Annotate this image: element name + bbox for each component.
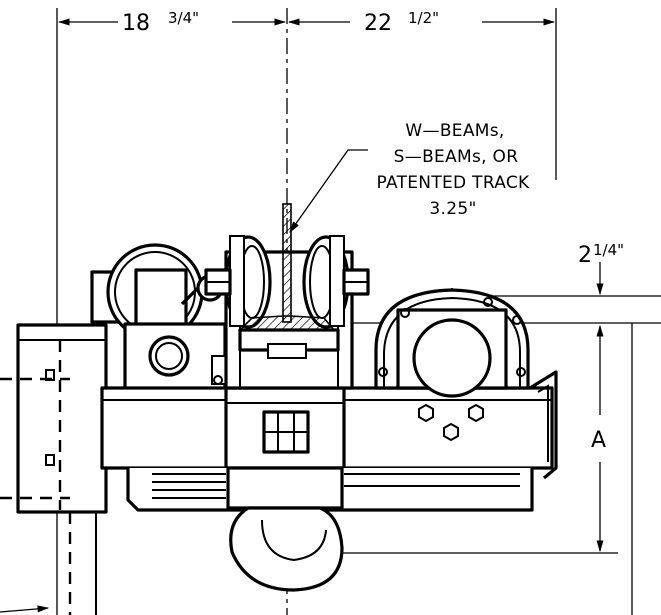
flange-offset-fraction: 1/4": [593, 241, 624, 259]
hook: [229, 410, 344, 592]
callout-line-1: W—BEAMs,: [405, 121, 504, 141]
left-drive-housing: [90, 243, 234, 396]
right-width-whole: 22: [364, 11, 392, 36]
left-width-whole: 18: [122, 11, 150, 36]
left-end-carriage: [0, 323, 108, 615]
flange-offset-whole: 2: [578, 243, 592, 268]
callout-line-4: 3.25": [429, 199, 476, 219]
height-label-a: A: [591, 428, 606, 453]
main-frame: [100, 370, 558, 512]
right-width-fraction: 1/2": [408, 9, 439, 27]
right-motor: [374, 288, 530, 398]
beam-callout: W—BEAMs, S—BEAMs, OR PATENTED TRACK 3.25…: [289, 121, 531, 233]
top-dimensions: [56, 8, 557, 615]
beam-section: [238, 203, 340, 359]
callout-line-2: S—BEAMs, OR: [394, 147, 519, 167]
left-width-fraction: 3/4": [168, 9, 199, 27]
callout-line-3: PATENTED TRACK: [377, 173, 531, 193]
